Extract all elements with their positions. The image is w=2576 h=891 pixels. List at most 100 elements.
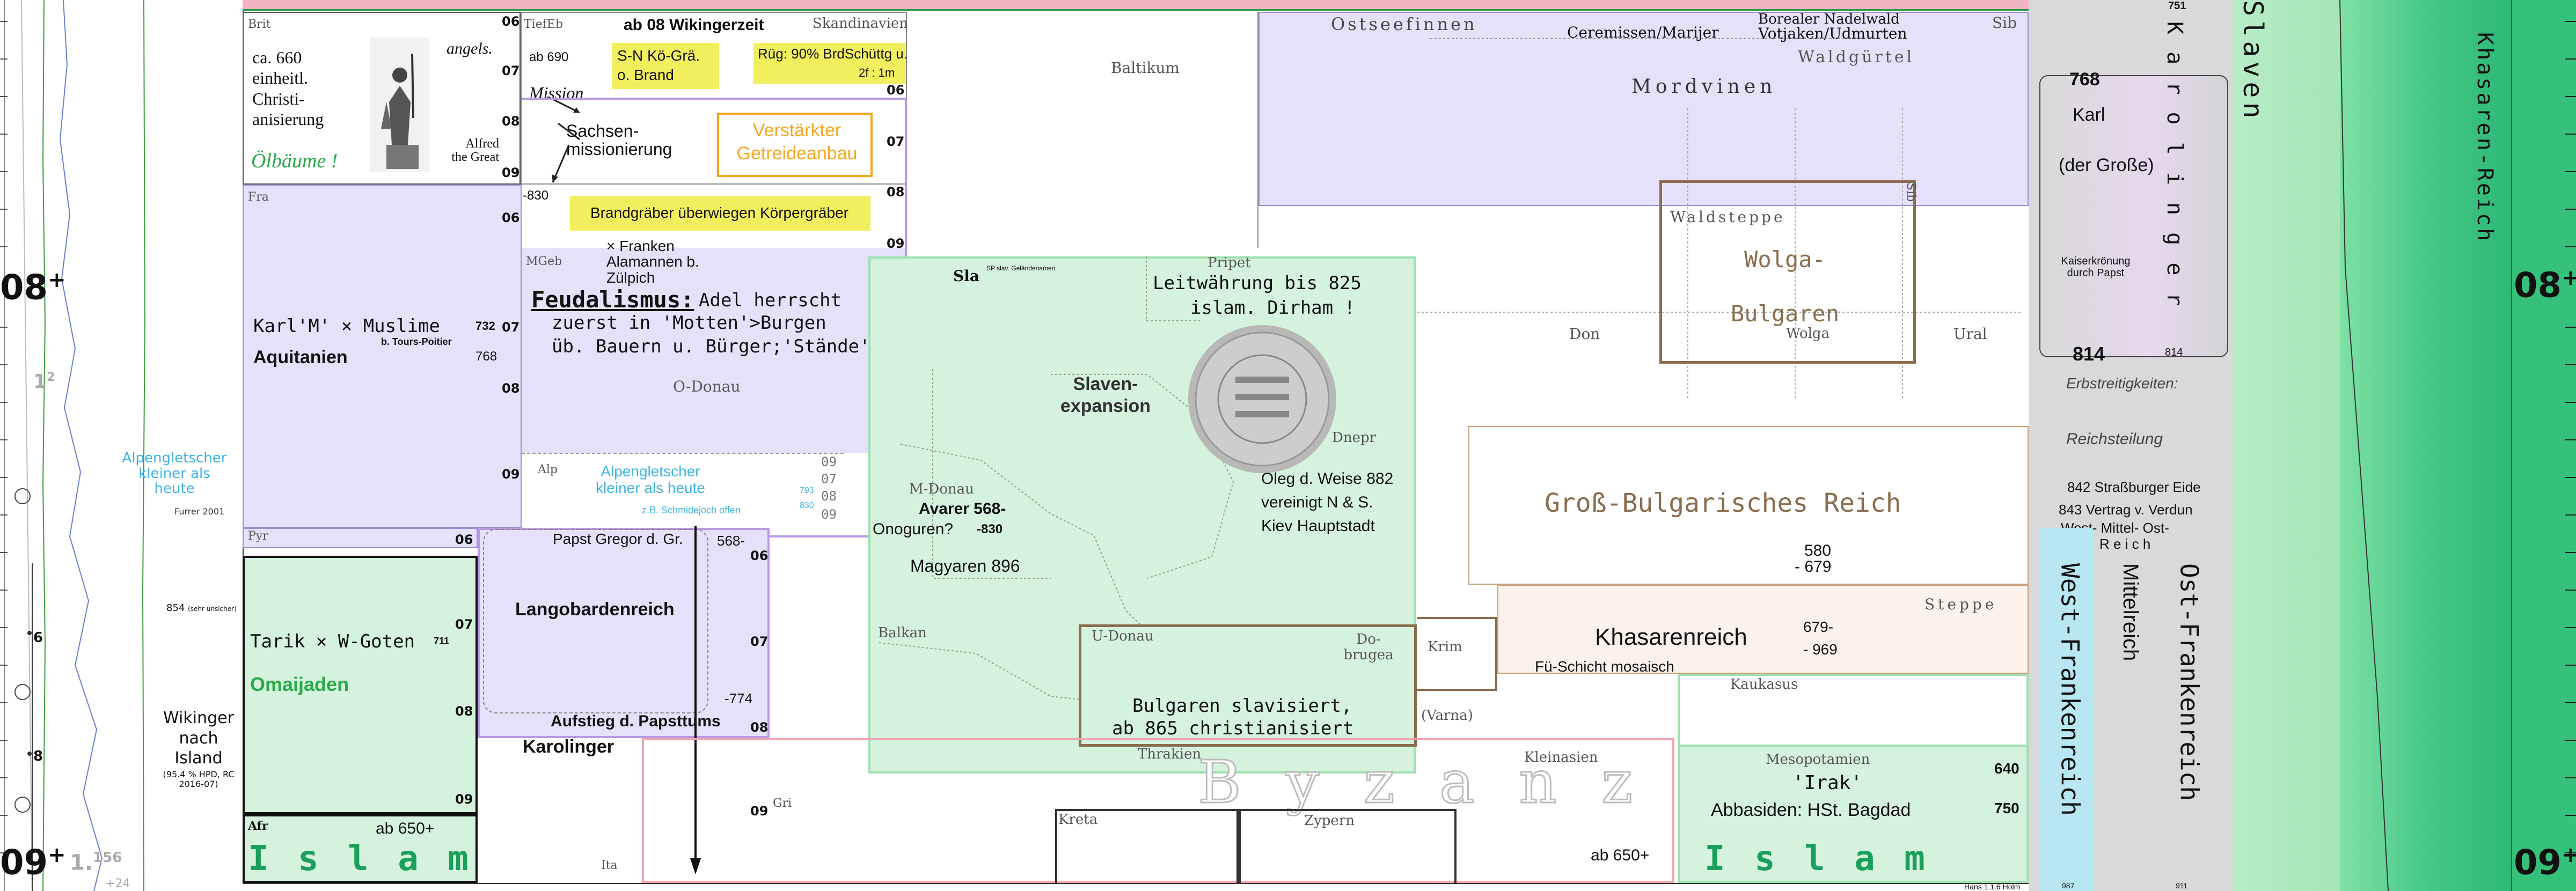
alp-830: 830: [800, 501, 814, 511]
karl-westfranken: West-Frankenreich: [2057, 563, 2084, 816]
alpen-glacier-note: Alpengletscher kleiner als heute: [121, 451, 228, 497]
sla-magyaren: Magyaren 896: [910, 557, 1020, 576]
ita-langobarden: Langobardenreich: [515, 600, 675, 620]
pyr-box: [243, 528, 478, 548]
region-kaukasus: Kaukasus: [1730, 677, 1798, 693]
ita-568: 568-: [717, 533, 745, 549]
ita-karolinger: Karolinger: [523, 737, 614, 757]
wikinger-island-note: (95.4 % HPD, RC 2016-07): [161, 770, 236, 789]
footer-bar: [243, 883, 2029, 891]
alp-09a: 09: [821, 455, 837, 469]
axis-small-24: +24: [105, 878, 130, 890]
grossbulgar-679: - 679: [1795, 558, 1831, 576]
mark-6: 6: [33, 630, 43, 646]
karl-911: 911: [2176, 882, 2187, 890]
tieffb-ab690: ab 690: [529, 50, 568, 64]
grossbulgar-580: 580: [1804, 542, 1831, 559]
alfred-statue-image: [370, 38, 429, 172]
region-krim: Krim: [1428, 639, 1462, 655]
ita-code: Ita: [601, 859, 618, 872]
region-kleinasien: Kleinasien: [1524, 750, 1598, 765]
mgeb-feud-1: Adel herrscht: [699, 291, 841, 311]
right-axis-ticks: [2512, 0, 2576, 891]
langobarden-inner: [483, 529, 708, 713]
meso-640: 640: [1994, 761, 2019, 777]
brit-alfred: Alfred the Great: [451, 137, 499, 164]
fra-07: 07: [502, 320, 519, 335]
tieffb-code: TiefEb: [524, 18, 563, 31]
alp-07: 07: [821, 472, 837, 486]
region-dobrugea: Do- brugea: [1342, 632, 1395, 662]
sla-leitwahrung-2: islam. Dirham !: [1190, 298, 1355, 318]
sla-code: Sla: [953, 268, 979, 285]
top-strip: [243, 0, 2029, 11]
tieffb-wikinger: ab 08 Wikingerzeit: [624, 16, 764, 34]
afr-code: Afr: [248, 820, 268, 833]
pyr-omaijaden: Omaijaden: [250, 674, 349, 695]
karl-box: [2039, 75, 2228, 357]
karl-768: 768: [2069, 70, 2100, 90]
khasaren-fu: Fü-Schicht mosaisch: [1535, 659, 1674, 675]
mgeb-feudalismus: Feudalismus:: [531, 288, 694, 312]
pyr-tarik: Tarik × W-Goten: [250, 632, 415, 652]
alp-793: 793: [800, 486, 814, 496]
fra-732: 732: [475, 320, 495, 333]
karl-strassburg: 842 Straßburger Eide: [2067, 480, 2201, 495]
mark-8: 8: [33, 749, 43, 764]
mgeb-code: MGeb: [526, 255, 562, 268]
meso-abbasiden: Abbasiden: HSt. Bagdad: [1711, 800, 1911, 820]
khasaren-title: Khasarenreich: [1595, 624, 1747, 650]
mgeb-feud-2: zuerst in 'Motten'>Burgen: [552, 313, 826, 333]
tieffb-06: 06: [887, 83, 904, 98]
axis-small-1-2: 12: [33, 371, 55, 393]
mark-854: 854 (sehr unsicher): [166, 603, 237, 614]
karl-kronung: Kaiserkrönung durch Papst: [2055, 255, 2136, 279]
alp-code: Alp: [538, 463, 558, 476]
sla-oleg-3: Kiev Hauptstadt: [1261, 517, 1375, 535]
mgeb-feud-3: üb. Bauern u. Bürger;'Stände': [552, 337, 870, 357]
region-mdonau: M-Donau: [909, 482, 974, 497]
axis-label-08-right: 08+: [2514, 266, 2576, 305]
region-ural: Ural: [1953, 326, 1987, 343]
fra-768: 768: [475, 350, 497, 364]
karl-814a: 814: [2073, 343, 2105, 365]
region-baltikum: Baltikum: [1111, 60, 1180, 77]
pyr-06: 06: [455, 532, 473, 547]
fra-06: 06: [502, 210, 519, 225]
fra-code: Fra: [248, 191, 269, 204]
region-kreta: Kreta: [1058, 812, 1097, 828]
sla-bulgaren-1: Bulgaren slavisiert,: [1132, 696, 1352, 716]
sla-slaven-expansion: Slaven- expansion: [1052, 373, 1159, 417]
meso-code: Mesopotamien: [1766, 752, 1870, 768]
afr-ab650: ab 650+: [376, 820, 434, 837]
sla-oleg-2: vereinigt N & S.: [1261, 494, 1373, 511]
axis-small-1-156: 1.156: [70, 850, 122, 874]
meso-islam: I s l a m: [1704, 840, 1929, 878]
wikinger-island: Wikinger nach Island: [161, 708, 236, 769]
dirham-coin-image: [1186, 323, 1338, 475]
region-pripet: Pripet: [1208, 255, 1251, 271]
sla-avarer: Avarer 568-: [919, 500, 1006, 518]
alp-gletscher: Alpengletscher kleiner als heute: [581, 463, 720, 497]
karl-name: Karl: [2073, 105, 2105, 125]
byzanz-ab650: ab 650+: [1591, 846, 1649, 864]
karl-verdun: 843 Vertrag v. Verdun: [2059, 502, 2193, 518]
far-right-khasaren: Khasaren-Reich: [2473, 32, 2497, 243]
region-balkan: Balkan: [878, 625, 927, 641]
brit-07: 07: [502, 63, 519, 78]
ita-774: -774: [724, 691, 752, 706]
meso-irak: 'Irak': [1792, 772, 1862, 794]
mgeb-franken: × Franken Alamannen b. Zülpich: [606, 238, 714, 285]
pyr-08: 08: [455, 704, 473, 719]
sla-oleg-1: Oleg d. Weise 882: [1261, 470, 1393, 488]
fra-09: 09: [502, 467, 519, 482]
afr-islam: I s l a m: [248, 840, 473, 878]
ita-08: 08: [750, 720, 768, 735]
karl-karolinger-vertical: K a r o l i n g e r: [2163, 21, 2186, 308]
axis-label-09-left: 09+: [0, 843, 66, 882]
sla-onoguren: Onoguren?: [873, 520, 953, 538]
karl-987: 987: [2062, 882, 2074, 890]
axis-label-09-right: 09+: [2514, 843, 2576, 882]
karl-grosse: (der Große): [2059, 156, 2154, 175]
fra-aquitanien: Aquitanien: [253, 348, 348, 367]
